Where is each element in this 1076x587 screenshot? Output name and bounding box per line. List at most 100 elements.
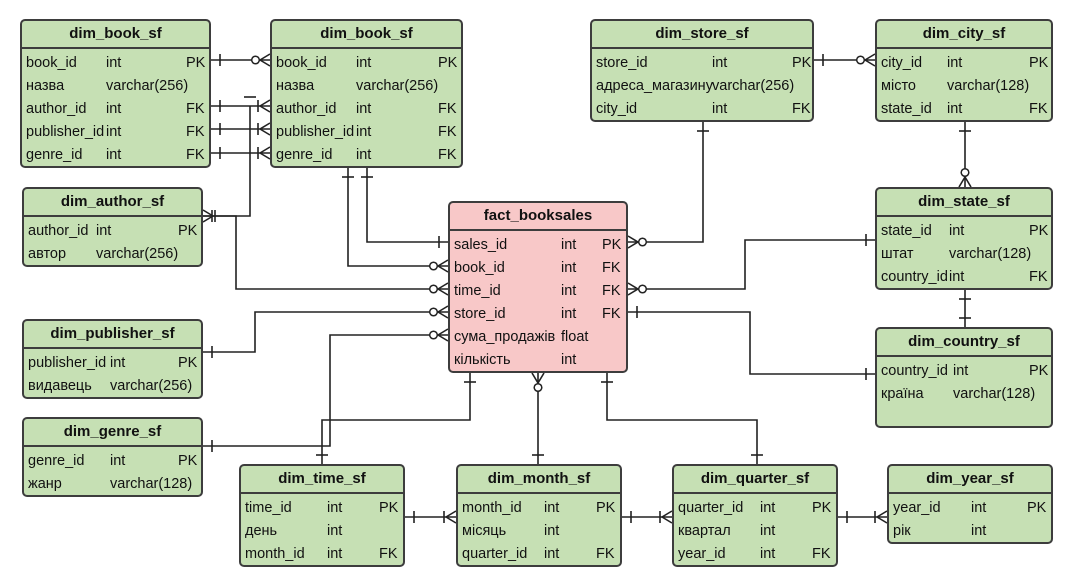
connector-line [628,239,875,290]
relationship-genre-book_b [211,146,271,160]
column-key: PK [812,500,832,516]
crowfoot-marker [259,146,271,154]
column-type: int [953,363,969,379]
column-type: int [971,523,987,539]
crowfoot-marker [627,282,639,290]
optional-marker [428,261,439,271]
column-name: жанр [28,476,62,492]
relationship-fact-month [531,372,545,464]
column-type: int [106,101,122,117]
crowfoot-marker [437,288,449,296]
column-key: PK [178,453,198,469]
column-type: int [544,546,560,562]
crowfoot-marker [259,59,271,67]
column-key: FK [602,283,621,299]
column-row: жанр varchar(128) [24,473,201,495]
column-type: int [712,101,728,117]
column-name: назва [276,78,315,94]
column-name: кількість [454,352,511,368]
column-name: сума_продажів [454,329,556,345]
column-name: city_id [596,101,638,117]
crowfoot-marker [259,128,271,136]
crowfoot-marker [437,305,449,313]
column-type: int [544,500,560,516]
entity-title: dim_city_sf [877,21,1051,49]
column-key: PK [178,355,198,371]
crowfoot-marker [876,516,888,524]
column-type: int [947,101,963,117]
column-type: varchar(128) [949,246,1032,262]
column-name: publisher_id [276,124,355,140]
column-key: FK [596,546,615,562]
relationship-genre-fact [203,328,449,452]
column-name: рік [893,523,911,539]
column-name: author_id [276,101,337,117]
column-type: varchar(256) [106,78,189,94]
column-key: PK [1027,500,1047,516]
column-key: FK [186,101,205,117]
optional-marker [637,284,648,294]
crowfoot-marker [437,311,449,319]
column-key: PK [379,500,399,516]
column-name: sales_id [454,237,508,253]
column-name: state_id [881,101,932,117]
column-type: int [356,55,372,71]
crowfoot-marker [259,53,271,61]
column-key: PK [602,237,622,253]
column-name: author_id [28,223,89,239]
column-type: int [544,523,560,539]
entity-title: dim_year_sf [889,466,1051,494]
column-key: FK [602,260,621,276]
column-key: FK [792,101,811,117]
column-type: int [561,352,577,368]
column-name: book_id [26,55,77,71]
relationship-publisher-fact-store [203,305,449,358]
column-type: int [106,147,122,163]
column-type: int [561,283,577,299]
column-type: int [561,306,577,322]
column-key: PK [438,55,458,71]
column-type: varchar(128) [110,476,193,492]
relationship-fact-time [316,373,476,464]
crowfoot-marker [661,516,673,524]
column-row: рік int [889,520,1051,542]
relationship-city-state [958,122,972,188]
column-name: квартал [678,523,731,539]
crowfoot-marker [661,510,673,518]
column-type: varchar(128) [953,386,1036,402]
relationship-state-country [959,290,971,327]
crowfoot-marker [627,288,639,296]
crowfoot-marker [627,235,639,243]
